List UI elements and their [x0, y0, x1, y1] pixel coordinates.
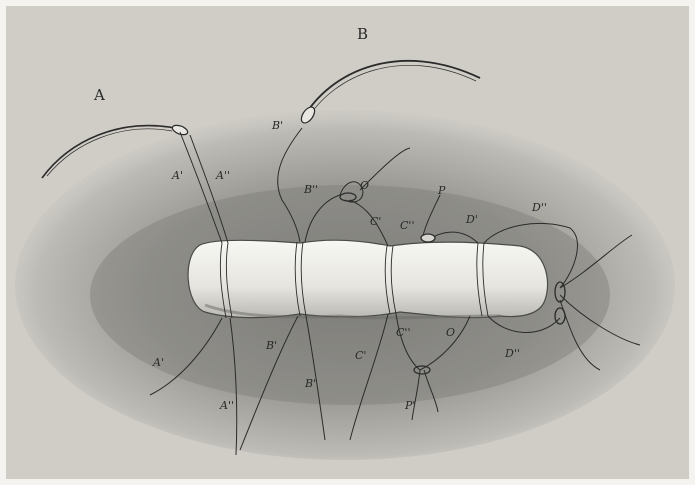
thread-b2-lower-label: B': [305, 378, 316, 389]
thread-a2-upper-label: A'': [216, 170, 230, 181]
thread-a1-lower-label: A': [153, 357, 164, 368]
thread-d2-upper-label: D'': [532, 202, 547, 213]
thread-c1-lower-label: C': [355, 350, 366, 361]
intestine-tube: [188, 240, 547, 318]
thread-d1-upper-label: D': [466, 214, 478, 225]
thread-a1-upper-label: A': [172, 170, 183, 181]
thread-c2-upper-label: C'': [400, 220, 414, 231]
thread-d2-lower-label: D'': [505, 348, 520, 359]
thread-a2-lower-label: A'': [220, 400, 234, 411]
thread-b2-upper-label: B'': [304, 184, 318, 195]
thread-c2-lower-label: C'': [396, 327, 410, 338]
knot-p-upper-label: P: [438, 185, 445, 196]
needle-b-label: B: [357, 27, 368, 42]
knot-o-upper-label: O: [360, 180, 369, 191]
thread-c1-upper-label: C': [370, 216, 381, 227]
knot-o-lower-label: O: [446, 327, 455, 338]
knot-p-lower-label: P': [405, 400, 415, 411]
thread-b1-lower-label: B': [266, 340, 277, 351]
needle-a-label: A: [94, 88, 105, 103]
thread-b1-upper-label: B': [272, 120, 283, 131]
